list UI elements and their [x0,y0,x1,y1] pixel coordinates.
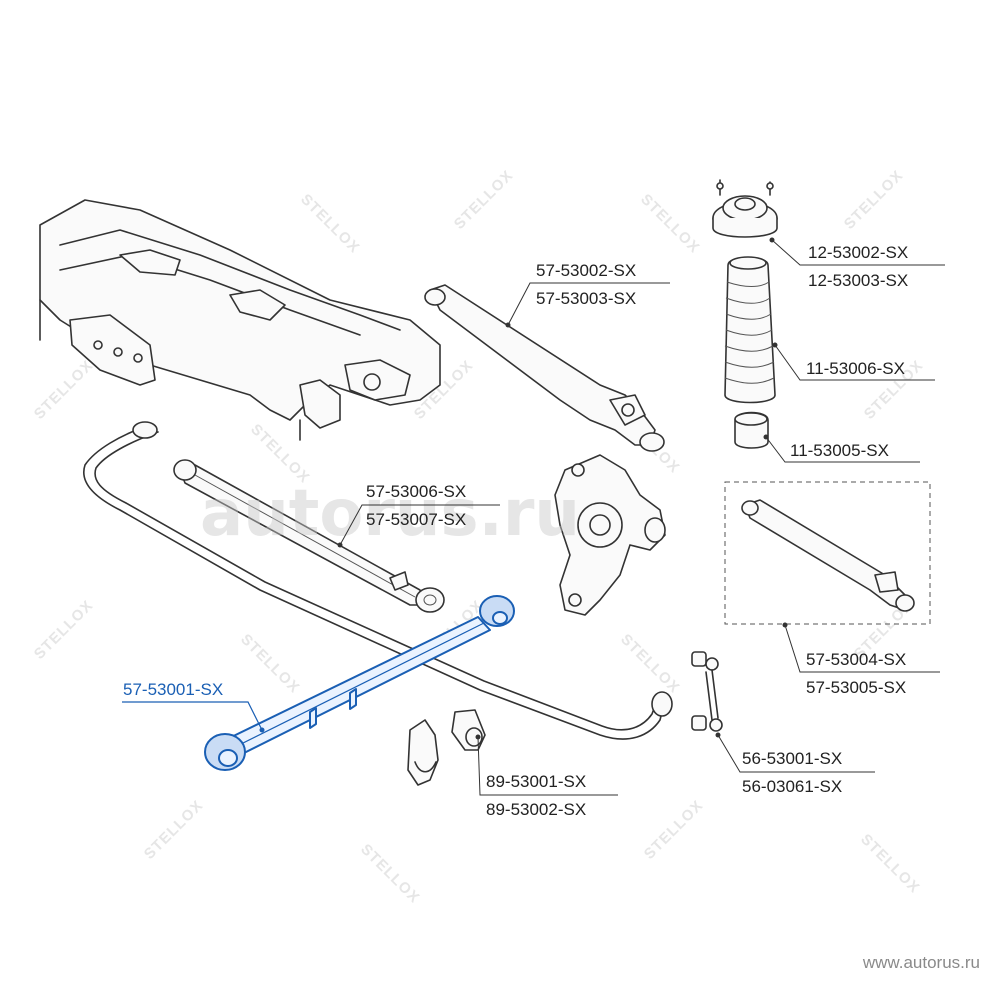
site-overlay-watermark: autorus.ru [200,477,580,551]
callout-c8: 89-53001-SX 89-53002-SX [475,734,618,819]
watermark-stellox: STELLOX [297,191,363,257]
watermark-stellox: STELLOX [857,831,923,897]
part-label[interactable]: 57-53007-SX [366,510,466,529]
watermark-stellox: STELLOX [451,167,517,233]
watermark-stellox: STELLOX [357,841,423,907]
watermark-stellox: STELLOX [637,191,703,257]
part-label[interactable]: 57-53002-SX [536,261,636,280]
rear-knuckle [554,454,666,616]
part-label[interactable]: 57-53005-SX [806,678,906,697]
callout-c3: 11-53006-SX [772,342,935,381]
callout-c2: 12-53002-SX 12-53003-SX [769,237,945,290]
part-label[interactable]: 57-53004-SX [806,650,906,669]
callout-c9: 56-53001-SX 56-03061-SX [715,732,875,796]
rear-subframe [39,199,441,441]
bump-stop [734,411,769,449]
part-label[interactable]: 57-53006-SX [366,482,466,501]
watermark-stellox: STELLOX [31,357,97,423]
part-label[interactable]: 11-53006-SX [806,359,905,378]
watermark-stellox: STELLOX [237,631,303,697]
part-label-highlighted[interactable]: 57-53001-SX [123,680,223,699]
watermark-stellox: STELLOX [31,597,97,663]
lower-control-arm [724,481,931,625]
callout-c6: 57-53004-SX 57-53005-SX [782,622,940,697]
part-label[interactable]: 12-53002-SX [808,243,908,262]
callout-c1: 57-53002-SX 57-53003-SX [505,261,670,328]
part-label[interactable]: 11-53005-SX [790,441,889,460]
stabilizer-bushing [451,709,486,751]
watermark-stellox: STELLOX [141,797,207,863]
watermark-stellox: STELLOX [841,167,907,233]
callout-c4: 11-53005-SX [763,434,920,463]
overlay-site-text: autorus.ru [200,477,580,551]
lateral-link [173,459,445,613]
part-label[interactable]: 56-53001-SX [742,749,842,768]
shock-top-mount [712,179,778,238]
upper-control-arm [424,284,665,452]
part-label[interactable]: 56-03061-SX [742,777,842,796]
stabilizer-link [691,651,723,732]
part-label[interactable]: 89-53002-SX [486,800,586,819]
shock-boot [724,256,776,404]
stabilizer-bracket [407,719,439,786]
watermark-stellox: STELLOX [641,797,707,863]
watermark-stellox: STELLOX [617,631,683,697]
callout-c5: 57-53006-SX 57-53007-SX [337,482,500,548]
highlighted-trailing-link[interactable] [204,595,515,771]
footer-site-link[interactable]: www.autorus.ru [862,953,980,972]
callout-c7: 57-53001-SX [122,680,265,733]
part-label[interactable]: 57-53003-SX [536,289,636,308]
part-label[interactable]: 12-53003-SX [808,271,908,290]
part-label[interactable]: 89-53001-SX [486,772,586,791]
stabilizer-bar [83,421,673,740]
